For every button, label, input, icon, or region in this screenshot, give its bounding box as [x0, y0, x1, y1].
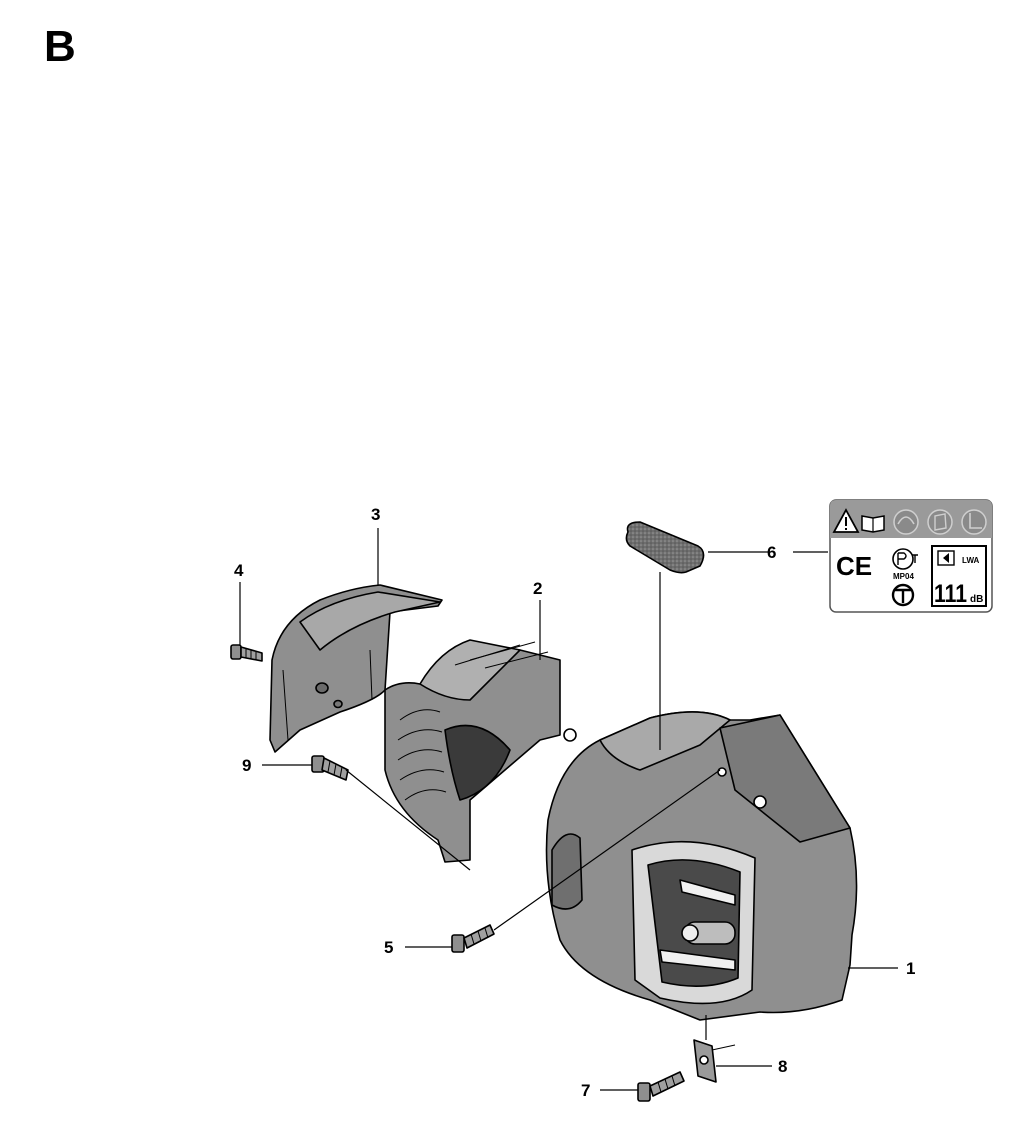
section-letter: B	[44, 22, 76, 71]
callout-6: 6	[767, 543, 776, 562]
part-5-screw	[451, 924, 495, 953]
part-7-screw	[637, 1071, 685, 1102]
noise-value: 111	[934, 580, 967, 608]
ear-protection-icon	[893, 509, 919, 535]
callout-1: 1	[906, 959, 915, 978]
callout-8: 8	[778, 1057, 787, 1076]
callout-2: 2	[533, 579, 542, 598]
noise-level-icon	[931, 545, 987, 607]
part-6-decal	[625, 521, 705, 574]
callout-numbers: 1 2 3 4 5 6 7 8 9	[234, 505, 915, 1100]
lwa-mark: LWA	[962, 556, 980, 565]
ce-mark: CE	[836, 551, 872, 581]
part-8-clip-nut	[693, 1039, 736, 1083]
callout-3: 3	[371, 505, 380, 524]
boot-icon	[961, 509, 987, 535]
part-3-top-cover	[269, 584, 443, 753]
db-unit: dB	[970, 594, 983, 605]
callout-9: 9	[242, 756, 251, 775]
part-4-screw	[230, 644, 263, 662]
gost-cert-icon	[891, 583, 915, 607]
part-9-screw	[311, 755, 349, 781]
warning-label: CE MP04 LWA 111 dB	[829, 499, 993, 613]
mp04-mark: MP04	[893, 572, 914, 581]
pct-cert-icon	[892, 548, 918, 570]
part-2-cylinder-fins	[384, 639, 577, 863]
leader-lines	[239, 528, 898, 1091]
callout-7: 7	[581, 1081, 590, 1100]
manual-book-icon	[861, 515, 885, 533]
part-1-housing	[545, 711, 858, 1021]
warning-triangle-icon	[832, 508, 860, 533]
callout-5: 5	[384, 938, 393, 957]
glove-icon	[927, 509, 953, 535]
callout-4: 4	[234, 561, 244, 580]
